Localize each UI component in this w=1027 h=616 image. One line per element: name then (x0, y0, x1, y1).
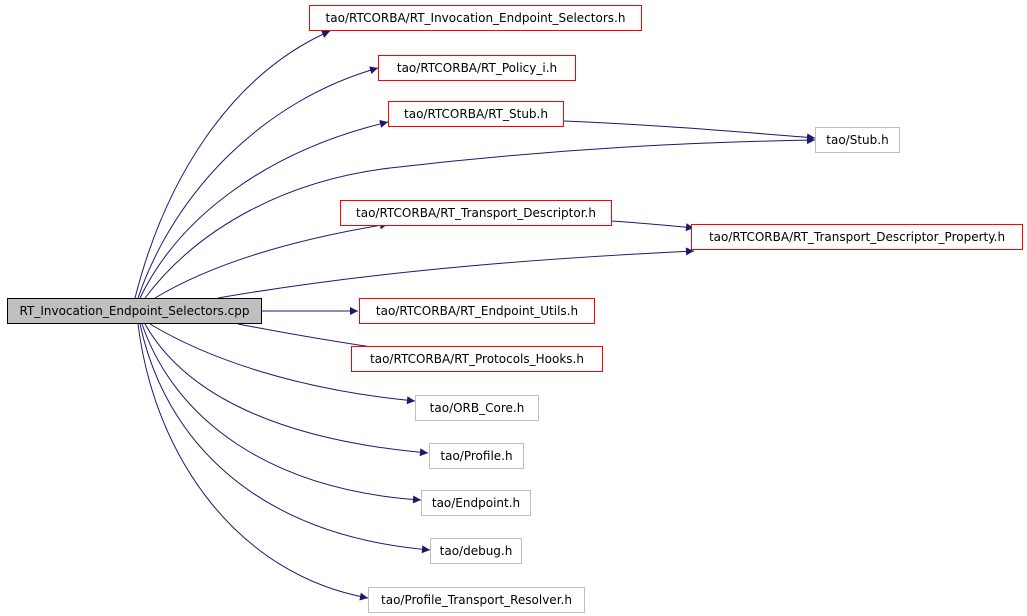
edge-root-to-profile-h (144, 323, 429, 457)
node-rt-invocation-endpoint-selectors-h[interactable]: tao/RTCORBA/RT_Invocation_Endpoint_Selec… (309, 5, 642, 31)
node-rt-protocols-hooks-h[interactable]: tao/RTCORBA/RT_Protocols_Hooks.h (351, 346, 603, 372)
edge-root-to-stub-h (144, 136, 816, 299)
node-stub-h: tao/Stub.h (815, 127, 900, 153)
node-rt-policy-i-h[interactable]: tao/RTCORBA/RT_Policy_i.h (378, 55, 576, 81)
edge-root-to-rt-invocation-endpoint-selectors-h (134, 30, 331, 299)
node-orb-core-h: tao/ORB_Core.h (415, 395, 539, 421)
node-rt-endpoint-utils-h[interactable]: tao/RTCORBA/RT_Endpoint_Utils.h (359, 298, 595, 324)
node-rt-stub-h[interactable]: tao/RTCORBA/RT_Stub.h (388, 101, 564, 127)
edge-root-to-rt-stub-h (139, 119, 389, 299)
node-endpoint-h: tao/Endpoint.h (421, 490, 531, 516)
edge-root-to-rt-transport-descriptor-h (154, 221, 389, 299)
node-rt-transport-descriptor-h[interactable]: tao/RTCORBA/RT_Transport_Descriptor.h (340, 200, 612, 226)
edge-root-to-orb-core-h (149, 323, 416, 405)
edge-root-to-profile-transport-resolver-h (137, 323, 369, 601)
node-rt-transport-descriptor-property-h[interactable]: tao/RTCORBA/RT_Transport_Descriptor_Prop… (691, 224, 1023, 250)
node-debug-h: tao/debug.h (430, 538, 522, 564)
edge-rt-stub-h-to-stub-h (563, 120, 816, 142)
edge-root-to-debug-h (139, 323, 431, 554)
edge-rt-transport-descriptor-h-to-property-h (611, 220, 695, 232)
edge-root-to-endpoint-h (141, 323, 422, 504)
edge-root-to-rt-policy-i-h (137, 66, 379, 299)
node-profile-transport-resolver-h: tao/Profile_Transport_Resolver.h (368, 587, 585, 613)
edge-root-to-rt-transport-descriptor-property-h (217, 247, 695, 299)
node-profile-h: tao/Profile.h (429, 443, 524, 469)
root-node-rt-invocation-endpoint-selectors-cpp: RT_Invocation_Endpoint_Selectors.cpp (7, 298, 262, 324)
